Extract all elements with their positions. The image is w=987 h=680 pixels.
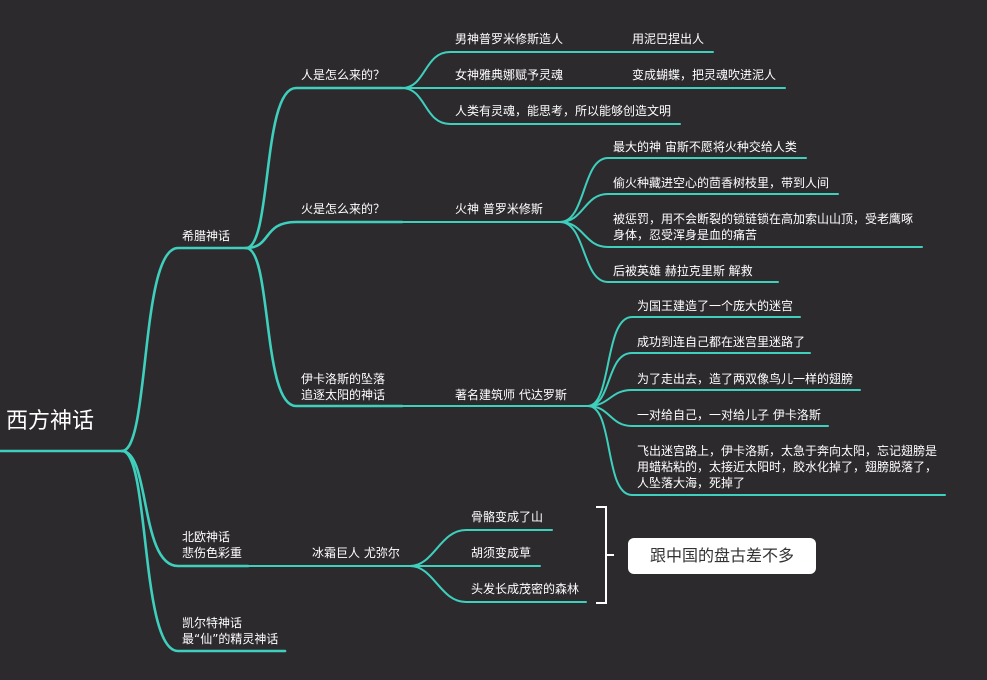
connector-human-3 xyxy=(401,87,681,125)
human-item-2: 女神雅典娜赋予灵魂 xyxy=(455,68,564,82)
connector-greek xyxy=(120,246,248,453)
connector-icarus-2 xyxy=(587,352,811,407)
connector-norse xyxy=(120,449,250,568)
icarus-item-4: 一对给自己，一对给儿子 伊卡洛斯 xyxy=(637,408,821,422)
connector-icarus-4 xyxy=(587,405,829,427)
connector-fire-4 xyxy=(559,221,779,283)
icarus-item-5: 飞出迷宫路上，伊卡洛斯，太急于奔向太阳，忘记翅膀是用蜡粘粘的，太接近太阳时，胶水… xyxy=(637,444,938,490)
topic-norse-subtitle: 悲伤色彩重 xyxy=(182,546,243,560)
root-topic: 西方神话 xyxy=(6,409,95,434)
icarus-item-1: 为国王建造了一个庞大的迷宫 xyxy=(637,299,794,313)
summary-brace xyxy=(596,506,614,604)
fire-god: 火神 普罗米修斯 xyxy=(455,202,543,216)
fire-item-4: 后被英雄 赫拉克里斯 解救 xyxy=(613,264,753,278)
connector-fire-1 xyxy=(559,157,807,223)
icarus-architect: 著名建筑师 代达罗斯 xyxy=(455,388,567,402)
connector-icarus-3 xyxy=(587,389,861,407)
connector-celtic xyxy=(120,449,287,653)
norse-item-1: 骨骼变成了山 xyxy=(471,510,544,524)
connector-fire xyxy=(244,220,404,250)
human-item-3: 人类有灵魂，能思考，所以能够创造文明 xyxy=(455,104,672,118)
norse-item-3: 头发长成茂密的森林 xyxy=(471,582,580,596)
topic-icarus-title: 伊卡洛斯的坠落 xyxy=(301,372,386,386)
icarus-item-2: 成功到连自己都在迷宫里迷路了 xyxy=(637,335,806,349)
connector-icarus xyxy=(244,246,404,408)
topic-fire-question: 火是怎么来的？ xyxy=(301,202,386,216)
icarus-item-3: 为了走出去，造了两双像鸟儿一样的翅膀 xyxy=(637,372,854,386)
norse-giant: 冰霜巨人 尤弥尔 xyxy=(312,546,400,560)
connector-human-1 xyxy=(401,51,628,89)
fire-item-1: 最大的神 宙斯不愿将火种交给人类 xyxy=(613,140,797,154)
topic-icarus-subtitle: 追逐太阳的神话 xyxy=(301,388,386,402)
norse-item-2: 胡须变成草 xyxy=(471,546,532,560)
connector-human xyxy=(244,86,404,250)
topic-celtic-title: 凯尔特神话 xyxy=(182,616,243,630)
topic-norse-title: 北欧神话 xyxy=(182,530,231,544)
connector-norse-1 xyxy=(409,529,553,567)
summary-callout: 跟中国的盘古差不多 xyxy=(628,538,816,574)
human-item-2-detail: 变成蝴蝶，把灵魂吹进泥人 xyxy=(632,68,777,82)
fire-item-3: 被惩罚，用不会断裂的锁链锁在高加索山山顶，受老鹰啄身体，忍受浑身是血的痛苦 xyxy=(613,212,914,242)
connector-norse-3 xyxy=(409,565,587,603)
topic-celtic-subtitle: 最“仙”的精灵神话 xyxy=(182,632,279,646)
human-item-1: 男神普罗米修斯造人 xyxy=(455,32,564,46)
connector-fire-2 xyxy=(559,193,839,223)
connector-icarus-5 xyxy=(587,405,946,496)
connector-icarus-1 xyxy=(587,316,801,407)
topic-human-question: 人是怎么来的？ xyxy=(301,68,386,82)
human-item-1-detail: 用泥巴捏出人 xyxy=(632,32,705,46)
fire-item-2: 偷火种藏进空心的茴香树枝里，带到人间 xyxy=(613,176,830,190)
topic-greek: 希腊神话 xyxy=(182,229,231,243)
